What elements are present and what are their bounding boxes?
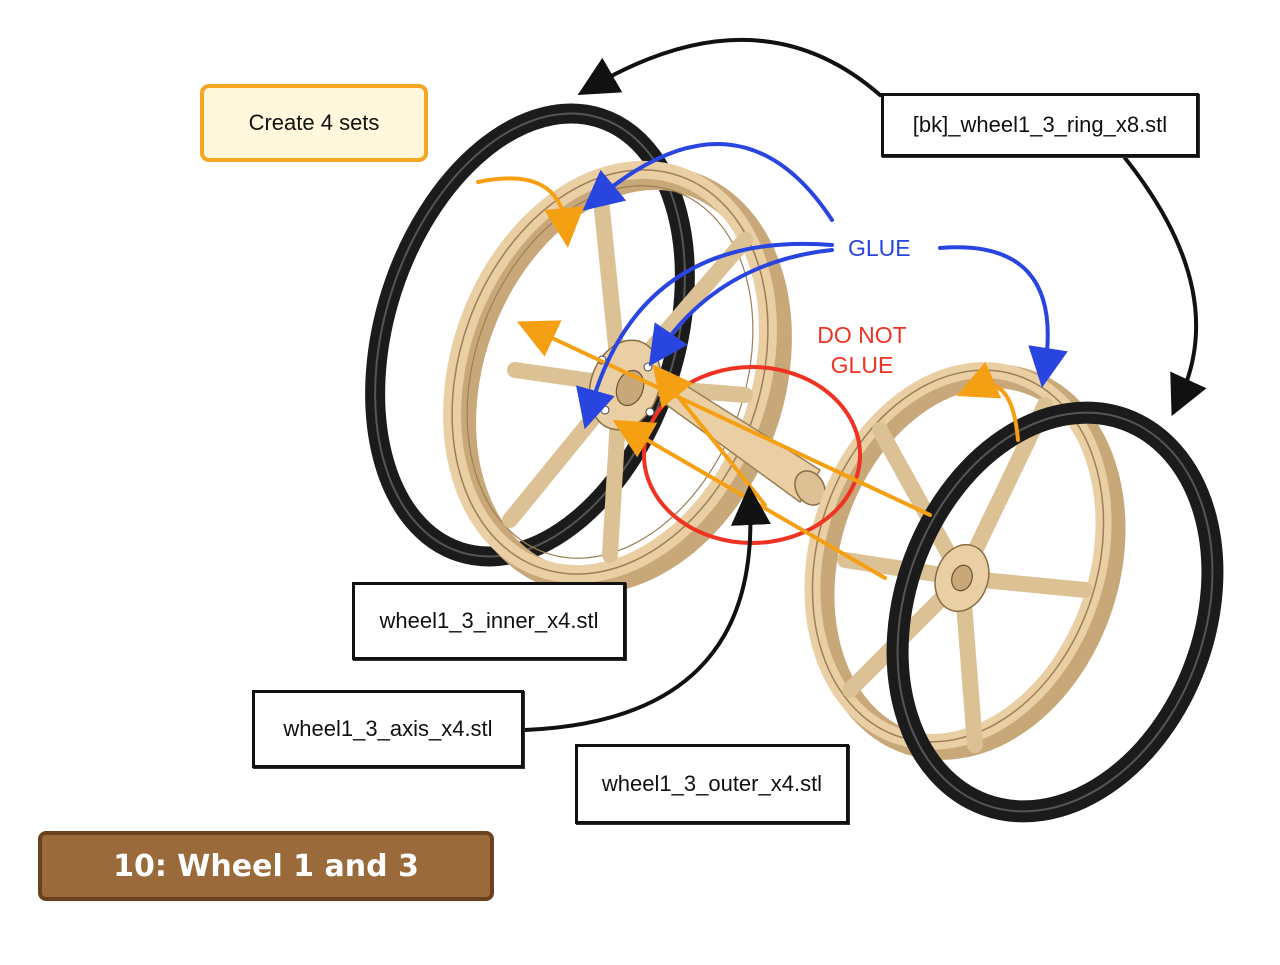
do-not-glue-line1: DO NOT bbox=[817, 322, 907, 348]
do-not-glue-line2: GLUE bbox=[830, 352, 894, 378]
step-title-banner: 10: Wheel 1 and 3 bbox=[38, 831, 494, 901]
right-tire-ring bbox=[886, 401, 1224, 823]
ring-stl-label: [bk]_wheel1_3_ring_x8.stl bbox=[881, 93, 1199, 157]
axis-stl-label: wheel1_3_axis_x4.stl bbox=[252, 690, 524, 768]
glue-arrows bbox=[576, 142, 1068, 430]
do-not-glue-callout: DO NOT GLUE bbox=[806, 320, 918, 380]
assembly-arrows bbox=[476, 176, 1020, 580]
inner-stl-label: wheel1_3_inner_x4.stl bbox=[352, 582, 626, 660]
outer-stl-label: wheel1_3_outer_x4.stl bbox=[575, 744, 849, 824]
create-sets-note: Create 4 sets bbox=[200, 84, 428, 162]
right-wheel-outer bbox=[804, 362, 1126, 760]
label-arrows bbox=[523, 37, 1207, 732]
glue-callout: GLUE bbox=[848, 235, 911, 261]
